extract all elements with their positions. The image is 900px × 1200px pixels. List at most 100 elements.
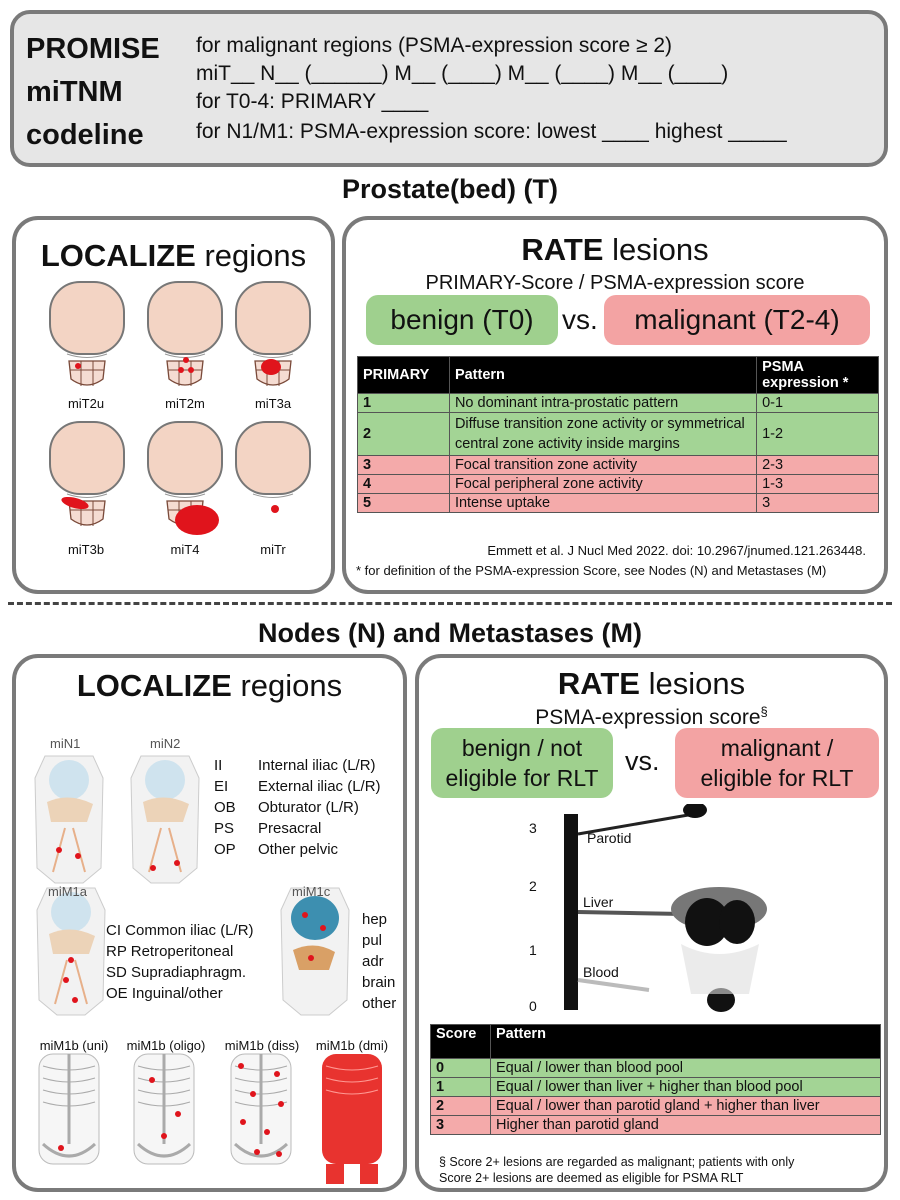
region-label: miT3a: [254, 396, 292, 411]
nodes-section-title: Nodes (N) and Metastases (M): [257, 618, 643, 648]
body-diagrams: [34, 755, 382, 1184]
region-label: miT4: [170, 542, 200, 557]
table-header: PSMA expression *: [756, 356, 879, 394]
codeline-text: for N1/M1: PSMA-expression score: lowest…: [196, 120, 787, 143]
body-label: miM1b (diss): [224, 1038, 300, 1053]
vs-label: vs.: [562, 304, 598, 335]
nodes-rate-panel: RATE lesions PSMA-expression score§ beni…: [415, 654, 888, 1192]
m1a-region: CI Common iliac (L/R): [106, 922, 254, 939]
table-header-row: Score Pattern: [430, 1024, 882, 1059]
psma-cell: 1-3: [756, 474, 879, 494]
panel-title: LOCALIZE regions: [76, 668, 343, 703]
scale-label: Parotid: [587, 830, 632, 846]
malignant-pill: malignant (T2-4): [604, 295, 870, 345]
panel-title: RATE lesions: [521, 232, 709, 267]
title-line: codeline: [26, 119, 144, 151]
m1c-region: adr: [362, 953, 384, 970]
m1a-region: OE Inguinal/other: [106, 985, 223, 1002]
scale-label: Blood: [583, 964, 619, 980]
psma-cell: 2-3: [756, 455, 879, 475]
citation: Emmett et al. J Nucl Med 2022. doi: 10.2…: [487, 543, 866, 558]
scale-tick: 1: [529, 942, 537, 958]
parotid-uptake: [683, 804, 707, 818]
codeline-text: for malignant regions (PSMA-expression s…: [196, 34, 673, 57]
region-label: miT2m: [165, 396, 205, 411]
region-label: miTr: [260, 542, 286, 557]
score-cell: 4: [357, 474, 450, 494]
codeline-text: for T0-4: PRIMARY ____: [196, 90, 429, 113]
codeline-header: PROMISE miTNM codeline for malignant reg…: [10, 10, 888, 167]
prostate-localize-panel: LOCALIZE regions miT2u miT2m miT3a miT3b…: [12, 216, 335, 594]
panel-title: RATE lesions: [557, 666, 746, 701]
pattern-cell: Equal / lower than liver + higher than b…: [489, 1077, 882, 1097]
scale-tick: 0: [529, 998, 537, 1014]
score-cell: 3: [357, 455, 450, 475]
section-divider: [8, 602, 892, 605]
pattern-cell: Diffuse transition zone activity or symm…: [448, 412, 758, 456]
table-header: PRIMARY: [357, 356, 450, 394]
title-line: miTNM: [26, 76, 123, 108]
m1c-region: hep: [362, 911, 388, 928]
m1c-region: pul: [362, 932, 383, 949]
panel-title: LOCALIZE regions: [40, 238, 307, 273]
scale-tick: 3: [529, 820, 537, 836]
scale-bar: [564, 814, 578, 1010]
vs-label: vs.: [625, 746, 660, 776]
m1c-region: other: [362, 995, 397, 1012]
pattern-cell: Focal peripheral zone activity: [448, 474, 758, 494]
body-label: miN1: [50, 736, 81, 751]
region-label: miT2u: [67, 396, 105, 411]
m1c-region: brain: [362, 974, 396, 991]
pattern-cell: Focal transition zone activity: [448, 455, 758, 475]
scale-tick: 2: [529, 878, 537, 894]
table-header: Pattern: [489, 1024, 882, 1059]
table-header-row: PRIMARY Pattern PSMA expression *: [357, 356, 879, 394]
body-label: miM1b (dmi): [315, 1038, 389, 1053]
pattern-cell: No dominant intra-prostatic pattern: [448, 393, 758, 413]
table-header: Pattern: [448, 356, 758, 394]
m1a-region: RP Retroperitoneal: [106, 943, 234, 960]
scale-label: Liver: [583, 894, 614, 910]
table-header: Score: [430, 1024, 491, 1059]
rate-subtitle: PRIMARY-Score / PSMA-expression score: [425, 272, 805, 294]
title-line: PROMISE: [26, 33, 160, 65]
score-cell: 5: [357, 493, 450, 513]
prostate-rate-panel: RATE lesions PRIMARY-Score / PSMA-expres…: [342, 216, 888, 594]
lesion-dot: [75, 363, 81, 369]
footnote: * for definition of the PSMA-expression …: [356, 563, 827, 578]
score-cell: 3: [430, 1115, 491, 1135]
pattern-cell: Intense uptake: [448, 493, 758, 513]
score-cell: 1: [430, 1077, 491, 1097]
kidney-uptake: [685, 898, 729, 946]
score-cell: 0: [430, 1058, 491, 1078]
body-label: miM1c: [292, 884, 331, 899]
score-cell: 2: [357, 412, 450, 456]
psma-cell: 0-1: [756, 393, 879, 413]
pattern-cell: Equal / lower than blood pool: [489, 1058, 882, 1078]
body-label: miM1b (uni): [39, 1038, 109, 1053]
pattern-cell: Higher than parotid gland: [489, 1115, 882, 1135]
footnote: § Score 2+ lesions are regarded as malig…: [439, 1155, 795, 1185]
body-label: miM1a: [48, 884, 88, 899]
psma-scale-figure: [564, 804, 809, 1014]
psma-cell: 3: [756, 493, 879, 513]
benign-pill: benign (T0): [366, 295, 558, 345]
body-label: miN2: [150, 736, 181, 751]
score-cell: 1: [357, 393, 450, 413]
body-label: miM1b (oligo): [126, 1038, 206, 1053]
region-label: miT3b: [67, 542, 105, 557]
